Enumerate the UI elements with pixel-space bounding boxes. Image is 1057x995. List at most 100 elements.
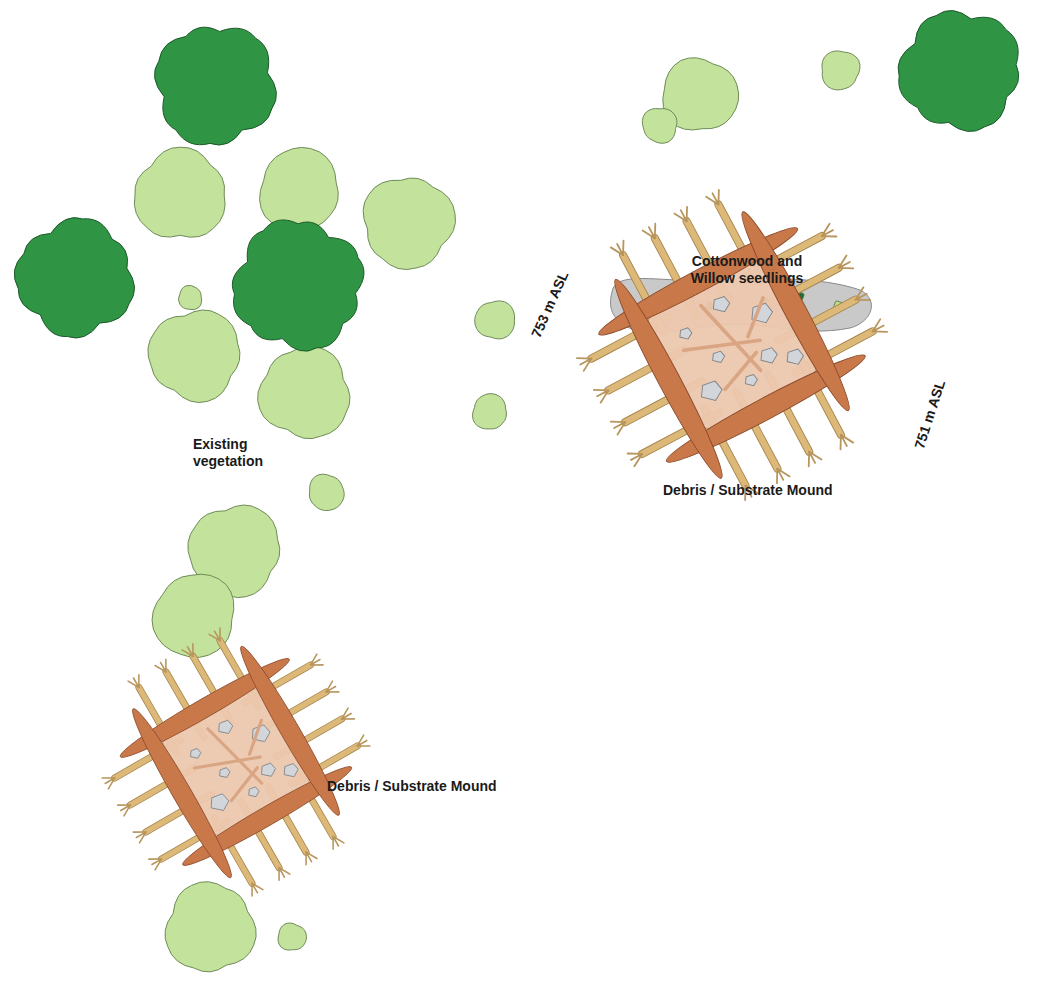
illustration-part (577, 352, 592, 364)
illustration-part (125, 704, 239, 882)
illustration-part (188, 644, 199, 657)
illustration-part (643, 227, 655, 242)
illustration-part (311, 659, 324, 670)
illustration-part (215, 628, 226, 641)
illustration-part (777, 469, 783, 480)
illustration-part (614, 422, 629, 434)
illustration-part (617, 244, 623, 255)
illustration-part (152, 859, 165, 870)
illustration-part (121, 805, 134, 816)
illustration-part (735, 298, 775, 337)
illustration-part (133, 827, 146, 838)
shrub (473, 394, 507, 429)
illustration-part (841, 431, 853, 446)
illustration-part (710, 294, 732, 316)
illustration-part (258, 761, 278, 780)
shrub (134, 147, 225, 237)
illustration-part (594, 384, 609, 396)
illustration-part (281, 761, 301, 780)
tree (14, 218, 134, 338)
illustration-part (128, 678, 139, 691)
illustration-part (757, 345, 779, 367)
illustration-part (102, 773, 115, 784)
illustration-part (188, 647, 193, 656)
illustration-part (856, 294, 871, 306)
illustration-part (333, 833, 344, 846)
illustration-part (105, 778, 114, 783)
illustration-part (252, 880, 263, 893)
illustration-part (628, 448, 643, 460)
illustration-part (631, 454, 646, 466)
illustration-part (873, 325, 884, 331)
tree (898, 10, 1019, 131)
illustration-part (743, 373, 759, 389)
illustration-part (873, 325, 888, 337)
illustration-part (611, 244, 623, 259)
annotation-label: Existing vegetation (193, 436, 288, 470)
illustration-part (701, 295, 761, 381)
illustration-part (674, 210, 686, 225)
illustration-part (606, 274, 731, 483)
illustration-part (160, 662, 165, 671)
illustration-part (279, 865, 290, 878)
illustration-part (784, 347, 806, 369)
illustration-part (160, 659, 171, 672)
illustration-part (301, 852, 312, 865)
illustration-part (357, 741, 366, 746)
illustration-part (136, 832, 149, 843)
annotation-label: 753 m ASL (526, 264, 574, 344)
illustration-part (697, 378, 725, 405)
illustration-part (580, 359, 591, 365)
illustration-part (209, 631, 220, 644)
tree (154, 27, 276, 145)
illustration-part (208, 719, 262, 793)
illustration-part (323, 681, 336, 692)
illustration-part (822, 230, 837, 242)
illustration-part (326, 686, 339, 697)
illustration-part (733, 207, 858, 416)
illustration-part (856, 294, 867, 300)
shrub (822, 51, 860, 90)
shrub (165, 882, 256, 972)
illustration-part (155, 662, 166, 675)
illustration-part (279, 868, 284, 877)
shrub (258, 346, 350, 439)
illustration-part (224, 768, 266, 801)
illustration-part (869, 319, 884, 331)
illustration-part (580, 359, 595, 371)
shrub (363, 178, 455, 270)
illustration-part (631, 454, 642, 460)
shrub (178, 285, 201, 310)
illustration-part (354, 735, 367, 746)
illustration-part (809, 448, 821, 463)
annotation-label: Debris / Substrate Mound (663, 482, 863, 499)
illustration-part (133, 678, 138, 687)
illustration-part (306, 852, 311, 861)
shrub (475, 301, 515, 339)
illustration-part (809, 452, 815, 463)
illustration-part (215, 718, 235, 737)
debris-mounds (67, 151, 926, 931)
illustration-part (611, 416, 626, 428)
illustration-part (105, 778, 118, 789)
illustration-part (852, 287, 867, 299)
shrub (278, 923, 306, 950)
illustration-part (342, 714, 355, 725)
illustration-part (818, 224, 833, 236)
illustration-part (706, 193, 718, 208)
illustration-part (357, 741, 370, 752)
illustration-part (194, 737, 260, 788)
illustration-part (684, 316, 760, 374)
illustration-part (839, 262, 850, 268)
illustration-part (597, 390, 608, 396)
illustration-part (839, 262, 854, 274)
illustration-part (333, 837, 338, 846)
illustration-part (136, 832, 145, 837)
debris-mound (538, 151, 925, 538)
illustration-part (614, 422, 625, 428)
illustration-part (617, 241, 629, 256)
illustration-part (307, 654, 320, 665)
illustration-part (306, 849, 317, 862)
illustration-part (342, 714, 351, 719)
illustration-part (717, 352, 765, 389)
